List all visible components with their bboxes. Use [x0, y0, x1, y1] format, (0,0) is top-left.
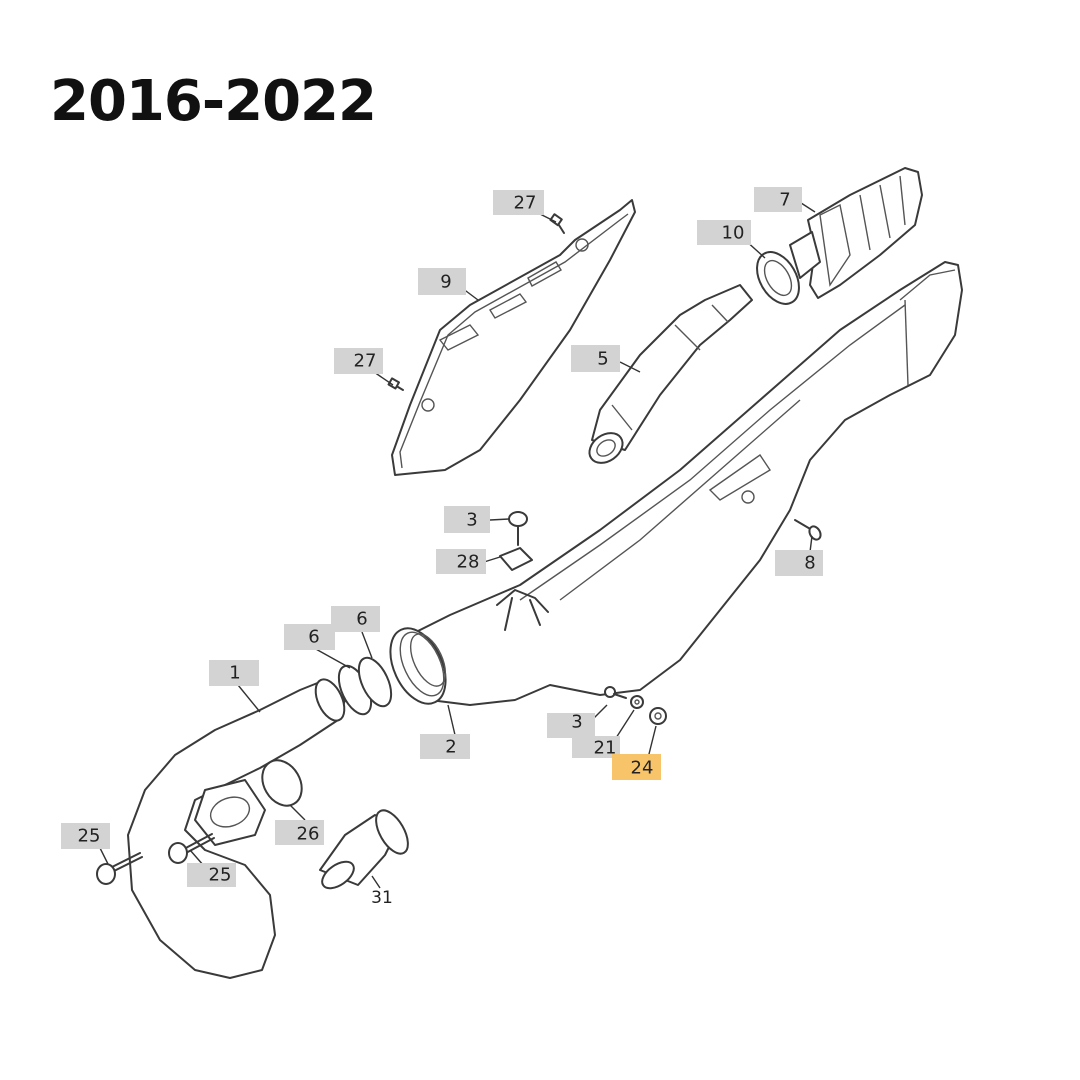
callout-24-label: 24	[631, 758, 654, 779]
part-3-screw-bottom	[604, 686, 627, 699]
callout-27-top: 27	[493, 190, 544, 215]
diagram-title: 2016-2022	[50, 69, 377, 134]
callout-27-left: 27	[334, 348, 383, 374]
part-5-inner-pipe	[588, 284, 753, 464]
part-27-screw-left	[387, 377, 404, 391]
callout-10: 10	[697, 220, 751, 245]
part-25-bolt-left	[96, 852, 143, 885]
callout-2-label: 2	[445, 737, 456, 758]
part-24-grommet	[649, 707, 667, 725]
callout-3-top: 3	[444, 506, 490, 533]
part-8-bolt	[794, 519, 822, 541]
callout-28: 28	[436, 549, 486, 574]
part-6-seal-rings	[337, 656, 393, 716]
callout-8: 8	[775, 550, 823, 576]
part-27-screw-top	[549, 213, 565, 234]
callout-25-left-label: 25	[78, 826, 101, 847]
callout-25-right-label: 25	[209, 865, 232, 886]
callout-6-left: 6	[284, 624, 335, 650]
callout-6-left-label: 6	[308, 627, 319, 648]
callout-7-label: 7	[779, 190, 790, 211]
callout-1: 1	[209, 660, 259, 686]
part-9-heat-shield	[391, 199, 636, 476]
part-3-screw-top	[508, 511, 528, 546]
callout-6-right: 6	[331, 606, 380, 632]
callout-24-box	[612, 754, 661, 780]
callout-5: 5	[571, 345, 620, 372]
callout-6-right-label: 6	[356, 609, 367, 630]
part-7-end-cap	[789, 167, 923, 299]
callout-27-top-label: 27	[514, 193, 537, 214]
callout-26-label: 26	[297, 824, 320, 845]
callout-5-label: 5	[597, 349, 608, 370]
callout-31: 31	[371, 888, 393, 908]
callout-24-highlighted: 24	[612, 754, 661, 780]
part-2-silencer	[389, 261, 963, 706]
callout-7: 7	[754, 187, 802, 212]
callout-25-left: 25	[61, 823, 110, 849]
callout-9-label: 9	[440, 272, 451, 293]
callout-28-label: 28	[457, 552, 480, 573]
callout-21-label: 21	[594, 738, 617, 759]
part-25-bolt-right	[168, 833, 215, 864]
callout-2: 2	[420, 734, 470, 759]
callout-21: 21	[572, 736, 620, 759]
callout-26: 26	[275, 820, 324, 845]
callout-25-right: 25	[187, 863, 236, 887]
part-31-sleeve	[319, 809, 409, 890]
callout-1-label: 1	[229, 663, 240, 684]
callout-10-label: 10	[722, 223, 745, 244]
part-26-gasket	[261, 759, 303, 807]
part-10-gasket	[756, 251, 800, 305]
part-21-washer	[630, 695, 644, 709]
callout-31-label: 31	[371, 888, 393, 908]
callout-27-left-label: 27	[354, 351, 377, 372]
callout-3-bottom-label: 3	[571, 712, 582, 733]
callout-9: 9	[418, 268, 466, 295]
part-28-clip	[496, 547, 549, 631]
callout-8-label: 8	[804, 553, 815, 574]
callout-3-top-label: 3	[466, 510, 477, 531]
callout-3-bottom: 3	[547, 712, 595, 738]
